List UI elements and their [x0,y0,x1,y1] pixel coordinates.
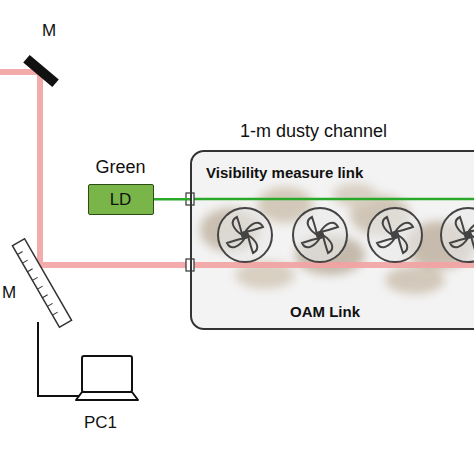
mirror-label: M [42,22,56,41]
link-label: Visibility measure link [206,165,363,182]
pc-label: PC1 [84,414,117,433]
slm-label: M [2,284,16,303]
laser-beam [0,72,474,265]
slm [12,239,71,327]
link-label: OAM Link [290,304,360,321]
fans [218,208,474,262]
dusty-channel: 1-m dusty channelVisibility measure link… [190,150,474,330]
component-text: LD [110,191,132,210]
mirror [23,55,59,87]
channel-fill [190,150,474,330]
green-beam [190,198,474,201]
laser-diode-box: GreenLD [88,184,154,215]
green-laser-link [154,198,190,201]
cable [38,322,80,396]
laptop-icon [76,356,138,400]
channel-title: 1-m dusty channel [240,122,387,142]
component-label: Green [95,158,145,178]
